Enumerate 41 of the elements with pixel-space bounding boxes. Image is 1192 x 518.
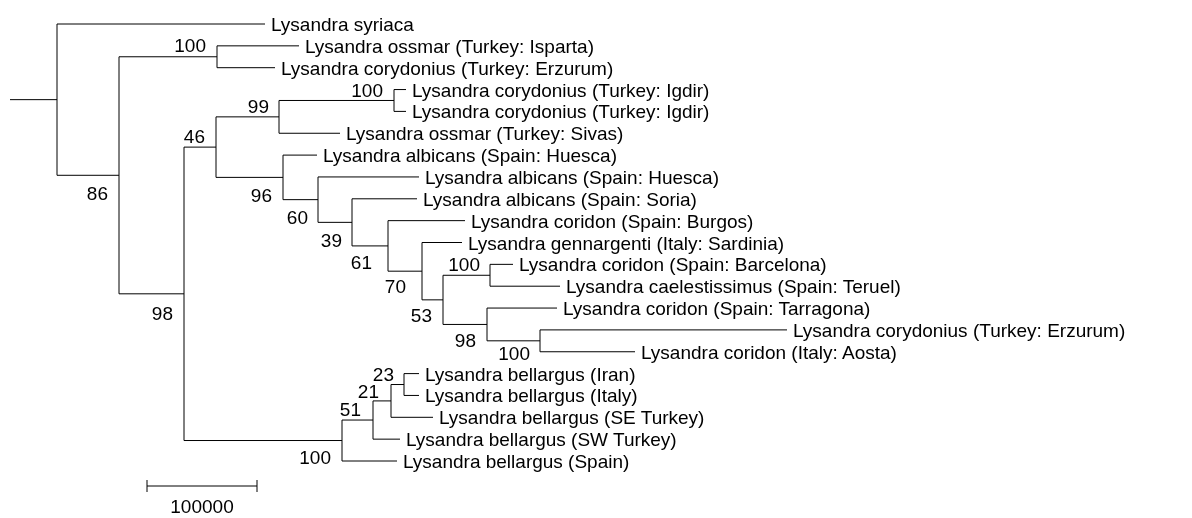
taxon-label: Lysandra corydonius (Turkey: Erzurum) — [281, 58, 614, 78]
taxon-label: Lysandra ossmar (Turkey: Isparta) — [305, 36, 594, 56]
bootstrap-value: 21 — [357, 381, 379, 401]
taxon-label: Lysandra coridon (Spain: Tarragona) — [563, 298, 871, 318]
scale-label: 100000 — [170, 496, 234, 516]
bootstrap-value: 98 — [454, 330, 476, 350]
taxon-label: Lysandra bellargus (Italy) — [425, 385, 638, 405]
taxon-label: Lysandra bellargus (Spain) — [403, 451, 630, 471]
bootstrap-value: 86 — [86, 183, 108, 203]
bootstrap-value: 61 — [350, 252, 372, 272]
bootstrap-value: 60 — [286, 207, 308, 227]
taxon-label: Lysandra gennargenti (Italy: Sardinia) — [468, 233, 785, 252]
bootstrap-value: 51 — [339, 399, 361, 419]
bootstrap-value: 98 — [151, 303, 173, 323]
bootstrap-value: 100 — [498, 343, 530, 363]
taxon-label: Lysandra albicans (Spain: Huesca) — [323, 145, 617, 165]
taxon-label: Lysandra ossmar (Turkey: Sivas) — [346, 123, 624, 143]
taxon-label: Lysandra bellargus (SW Turkey) — [406, 429, 677, 449]
taxon-label: Lysandra corydonius (Turkey: Igdir) — [412, 101, 710, 121]
taxon-label: Lysandra bellargus (SE Turkey) — [439, 407, 705, 427]
bootstrap-value: 70 — [384, 276, 406, 296]
bootstrap-value: 23 — [372, 364, 394, 384]
bootstrap-value: 100 — [299, 447, 331, 467]
bootstrap-value: 96 — [250, 185, 272, 205]
bootstrap-value: 100 — [448, 254, 480, 274]
taxon-label: Lysandra coridon (Spain: Barcelona) — [519, 254, 827, 274]
taxon-label: Lysandra coridon (Spain: Burgos) — [471, 211, 754, 231]
taxon-label: Lysandra corydonius (Turkey: Erzurum) — [793, 320, 1126, 340]
taxon-label: Lysandra coridon (Italy: Aosta) — [641, 342, 897, 362]
taxon-label: Lysandra corydonius (Turkey: Igdir) — [412, 80, 710, 100]
taxon-label: Lysandra bellargus (Iran) — [425, 364, 636, 384]
bootstrap-value: 39 — [320, 230, 342, 250]
bootstrap-value: 99 — [247, 96, 269, 116]
taxon-label: Lysandra albicans (Spain: Huesca) — [425, 167, 719, 187]
bootstrap-value: 100 — [351, 80, 383, 100]
taxon-label: Lysandra syriaca — [271, 14, 414, 34]
bootstrap-value: 100 — [174, 35, 206, 55]
taxon-label: Lysandra caelestissimus (Spain: Teruel) — [566, 276, 901, 296]
taxon-label: Lysandra albicans (Spain: Soria) — [423, 189, 697, 209]
bootstrap-value: 46 — [183, 126, 205, 146]
bootstrap-value: 53 — [410, 305, 432, 325]
